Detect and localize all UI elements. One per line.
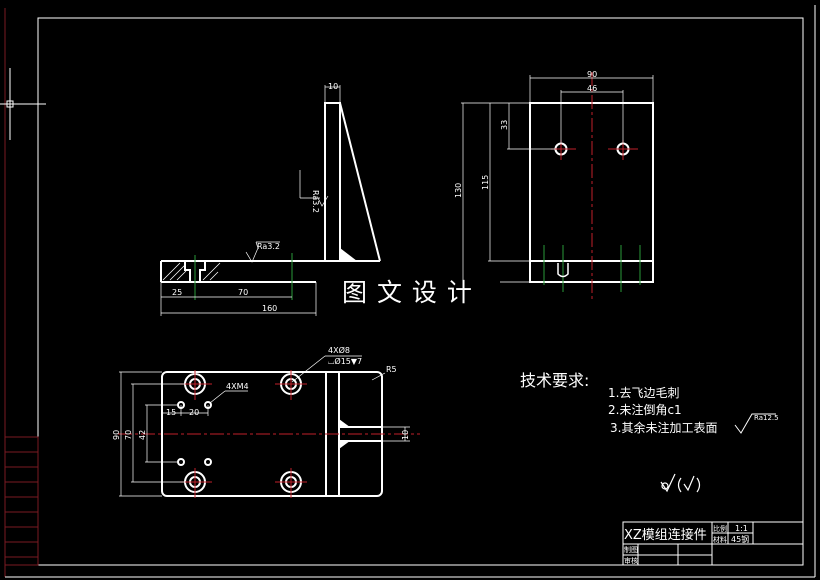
- title-block: XZ模组连接件 比例 1:1 材料 45钢 制图 审核: [622, 521, 804, 566]
- part-name: XZ模组连接件: [624, 527, 707, 543]
- side-dimensions: [160, 85, 341, 316]
- dim-height-total: 130: [454, 183, 463, 198]
- crosshair-cursor: [0, 68, 46, 140]
- front-dimensions: [461, 75, 654, 283]
- dim-small-spacing: 42: [138, 430, 147, 440]
- checked-label: 审核: [624, 556, 638, 565]
- dim-width: 90: [587, 70, 597, 79]
- dim-corner-radius: R5: [386, 365, 397, 374]
- bottom-view: 90 70 42 15 20 10 R5 4XM4 4XØ8 ⌴Ø15▼7: [112, 345, 420, 498]
- side-view: 10 25 70 160 Ra3.2 Ra3.2: [160, 82, 381, 316]
- dim-hole-from-top: 33: [500, 120, 509, 130]
- material-label: 材料: [713, 535, 727, 544]
- requirement-2: 2.未注倒角c1: [608, 402, 682, 417]
- watermark: 图 文 设 计: [342, 278, 473, 307]
- scale-label: 比例: [713, 524, 727, 533]
- requirements-title: 技术要求:: [520, 371, 589, 390]
- dim-slot-width: 10: [401, 430, 410, 440]
- callout-threaded: 4XM4: [226, 382, 249, 391]
- roughness-default: Ra12.5: [754, 414, 779, 422]
- dim-thickness: 10: [328, 82, 338, 91]
- bottom-dimensions: [119, 355, 410, 497]
- roughness-vertical: Ra3.2: [311, 190, 320, 213]
- dim-length: 160: [262, 304, 277, 313]
- section-hatch: [162, 262, 221, 281]
- dim-bottom-width: 90: [112, 430, 121, 440]
- callout-counterbore-1: 4XØ8: [328, 345, 350, 355]
- callout-counterbore-2: ⌴Ø15▼7: [328, 356, 362, 366]
- dim-small-pitch: 20: [189, 408, 199, 417]
- drawing-frame: [0, 5, 816, 578]
- roughness-horizontal: Ra3.2: [257, 242, 280, 251]
- dim-bolt-spacing: 70: [124, 430, 133, 440]
- dim-offset-x: 15: [166, 408, 176, 417]
- roughness-symbol: [734, 413, 776, 434]
- front-view: 90 46 33 115 130: [454, 70, 654, 302]
- requirement-3: 3.其余未注加工表面: [610, 420, 717, 435]
- dim-hole-spacing: 70: [238, 288, 248, 297]
- left-side-strip: [4, 436, 39, 566]
- dim-height-inner: 115: [481, 175, 490, 190]
- counterbore-holes: [177, 373, 302, 493]
- surface-finish-symbol: [660, 473, 701, 493]
- scale-value: 1:1: [735, 524, 748, 533]
- technical-requirements: 技术要求: 1.去飞边毛刺 2.未注倒角c1 3.其余未注加工表面 Ra12.5: [520, 371, 779, 493]
- requirement-1: 1.去飞边毛刺: [608, 386, 679, 400]
- material-value: 45钢: [731, 534, 749, 544]
- dim-hole-spacing-front: 46: [587, 84, 597, 93]
- drawn-label: 制图: [624, 545, 638, 554]
- dim-offset-left: 25: [172, 288, 182, 297]
